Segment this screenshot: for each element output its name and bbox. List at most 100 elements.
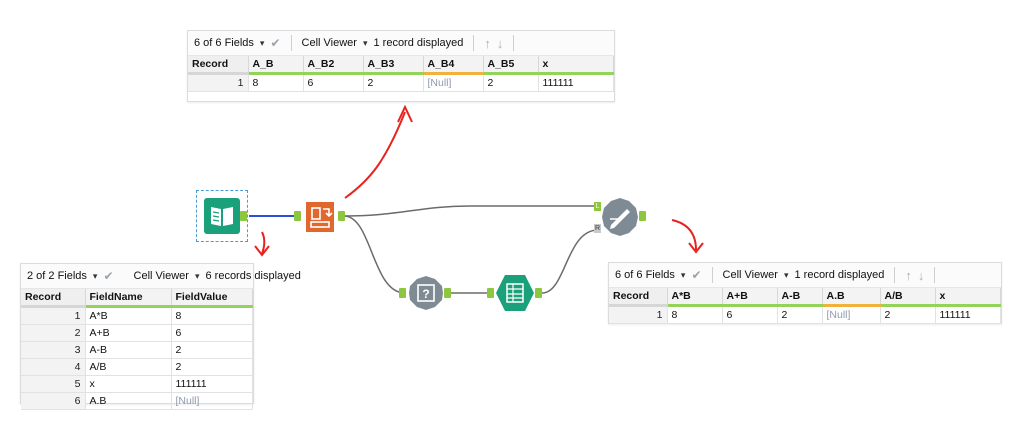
output-anchor[interactable]	[639, 211, 646, 221]
column-header[interactable]: A_B	[248, 56, 304, 75]
column-header[interactable]: A/B	[880, 288, 936, 307]
table-row[interactable]: 3 A-B 2	[21, 341, 253, 359]
column-header[interactable]: Record	[609, 288, 668, 307]
chevron-down-icon[interactable]: ▾	[194, 270, 200, 281]
table-cell[interactable]: 6	[303, 73, 364, 92]
table-row[interactable]: 2 A+B 6	[21, 324, 253, 342]
table-cell[interactable]: x	[85, 375, 172, 393]
chevron-down-icon[interactable]: ▾	[259, 37, 265, 48]
column-header[interactable]: A*B	[667, 288, 723, 307]
column-header[interactable]: A-B	[777, 288, 823, 307]
output-anchor[interactable]	[535, 288, 542, 298]
arrow-down-icon[interactable]: ↓	[496, 35, 504, 51]
table-cell[interactable]: 6	[171, 324, 253, 342]
table-cell[interactable]: 2	[363, 73, 424, 92]
text-input-tool[interactable]	[196, 190, 248, 242]
results-panel-top: 6 of 6 Fields ▾ ✔ Cell Viewer ▾ 1 record…	[187, 30, 615, 102]
column-header[interactable]: A.B	[822, 288, 881, 307]
table-cell[interactable]: [Null]	[423, 73, 484, 92]
cell-viewer-label[interactable]: Cell Viewer	[301, 37, 357, 49]
column-header[interactable]: A_B3	[363, 56, 424, 75]
table-cell[interactable]: 111111	[171, 375, 253, 393]
column-header[interactable]: FieldName	[85, 289, 172, 308]
column-header[interactable]: A_B5	[483, 56, 539, 75]
table-cell[interactable]: 2	[171, 358, 253, 376]
input-anchor[interactable]	[487, 288, 494, 298]
output-anchor[interactable]	[240, 211, 247, 221]
arrow-down-icon[interactable]: ↓	[917, 267, 925, 283]
output-anchor[interactable]	[338, 211, 345, 221]
table-cell[interactable]: 2	[483, 73, 539, 92]
book-icon	[204, 198, 240, 234]
fields-count[interactable]: 2 of 2 Fields	[27, 270, 87, 282]
table-cell[interactable]: 8	[667, 305, 723, 324]
table-cell[interactable]: [Null]	[171, 392, 253, 410]
chevron-down-icon[interactable]: ▾	[92, 270, 98, 281]
summarize-tool[interactable]	[487, 274, 543, 312]
annotation-arrow-top	[344, 111, 406, 199]
column-header[interactable]: A+B	[722, 288, 778, 307]
results-toolbar: 6 of 6 Fields ▾ ✔ Cell Viewer ▾ 1 record…	[188, 31, 614, 56]
table-row[interactable]: 1 8 6 2 [Null] 2 111111	[188, 73, 614, 92]
cell-viewer-label[interactable]: Cell Viewer	[133, 270, 189, 282]
left-anchor-label: L	[595, 203, 600, 210]
record-number: 1	[609, 305, 668, 324]
arrow-up-icon[interactable]: ↑	[484, 35, 491, 51]
table-cell[interactable]: 2	[880, 305, 936, 324]
fields-count[interactable]: 6 of 6 Fields	[615, 269, 675, 281]
column-header[interactable]: A_B4	[423, 56, 484, 75]
annotation-arrow-left	[261, 231, 266, 255]
table-cell[interactable]: A.B	[85, 392, 172, 410]
table-cell[interactable]: 8	[248, 73, 304, 92]
table-cell[interactable]: 2	[777, 305, 823, 324]
dynamic-rename-tool[interactable]: L R	[594, 196, 646, 238]
table-cell[interactable]: A/B	[85, 358, 172, 376]
table-cell[interactable]: 2	[171, 341, 253, 359]
fields-count[interactable]: 6 of 6 Fields	[194, 37, 254, 49]
column-header[interactable]: Record	[21, 289, 86, 308]
table-row[interactable]: 6 A.B [Null]	[21, 392, 253, 410]
results-toolbar: 2 of 2 Fields ▾ ✔ Cell Viewer ▾ 6 record…	[21, 264, 301, 289]
table-row[interactable]: 1 8 6 2 [Null] 2 111111	[609, 305, 1001, 324]
table-cell[interactable]: 8	[171, 306, 253, 325]
annotation-arrow-left-head	[254, 245, 270, 257]
checkmark-icon[interactable]: ✔	[691, 268, 702, 282]
toolbar-divider	[894, 267, 896, 283]
table-cell[interactable]: A*B	[85, 306, 172, 325]
table-cell[interactable]: A-B	[85, 341, 172, 359]
toolbar-divider	[513, 35, 515, 51]
input-anchor[interactable]	[294, 211, 301, 221]
left-input-anchor[interactable]: L	[594, 202, 601, 211]
chevron-down-icon[interactable]: ▾	[783, 269, 789, 280]
arrow-up-icon[interactable]: ↑	[905, 267, 912, 283]
table-row[interactable]: 1 A*B 8	[21, 306, 253, 325]
column-header[interactable]: A_B2	[303, 56, 364, 75]
checkmark-icon[interactable]: ✔	[103, 269, 114, 283]
table-cell[interactable]: A+B	[85, 324, 172, 342]
record-number: 5	[21, 375, 86, 393]
right-anchor-label: R	[594, 225, 601, 232]
table-row[interactable]: 4 A/B 2	[21, 358, 253, 376]
column-header[interactable]: x	[935, 288, 1001, 307]
checkmark-icon[interactable]: ✔	[270, 36, 281, 50]
table-row[interactable]: 5 x 111111	[21, 375, 253, 393]
table-cell[interactable]: 111111	[538, 73, 614, 92]
question-icon: ?	[409, 276, 443, 310]
input-anchor[interactable]	[399, 288, 406, 298]
formula-tool[interactable]: ?	[399, 274, 451, 312]
column-header[interactable]: Record	[188, 56, 249, 75]
column-header[interactable]: FieldValue	[171, 289, 253, 308]
toolbar-divider	[934, 267, 936, 283]
table-cell[interactable]: [Null]	[822, 305, 881, 324]
chevron-down-icon[interactable]: ▾	[362, 37, 368, 48]
cell-viewer-label[interactable]: Cell Viewer	[722, 269, 778, 281]
results-table: Record A*B A+B A-B A.B A/B x 1 8 6 2 [Nu…	[609, 288, 1001, 324]
output-anchor[interactable]	[444, 288, 451, 298]
chevron-down-icon[interactable]: ▾	[680, 269, 686, 280]
column-header[interactable]: x	[538, 56, 614, 75]
right-input-anchor[interactable]: R	[594, 224, 601, 233]
table-cell[interactable]: 6	[722, 305, 778, 324]
transpose-tool[interactable]	[294, 199, 345, 235]
table-cell[interactable]: 111111	[935, 305, 1001, 324]
